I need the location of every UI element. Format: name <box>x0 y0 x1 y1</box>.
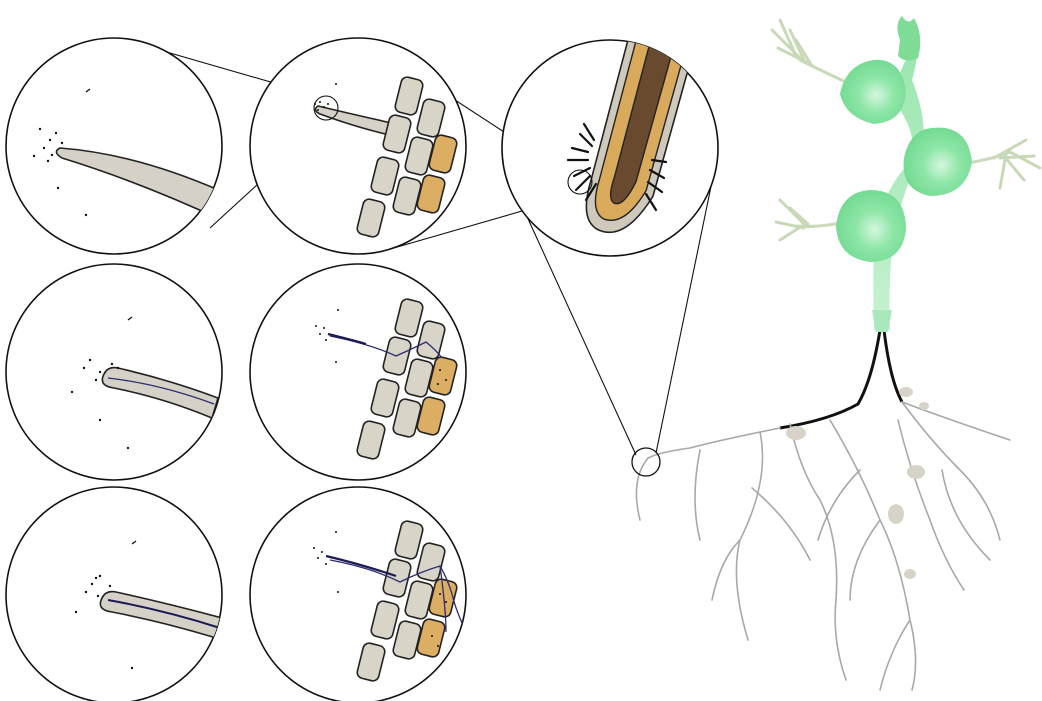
leaf-icon <box>840 60 906 124</box>
root-system <box>636 330 1010 690</box>
dried-flower-icon <box>772 20 850 84</box>
panel-row3-hair-zoom <box>6 487 222 701</box>
dried-flower-icon <box>776 200 846 240</box>
panel-row1-hair-zoom <box>6 38 232 254</box>
leaf-icon <box>897 16 920 61</box>
root-nodules <box>786 387 929 579</box>
panel-root-tip-section <box>502 35 718 256</box>
dried-flower-icon <box>960 140 1040 188</box>
panel-frame <box>6 38 222 254</box>
panel-row2-hair-cells <box>250 264 466 480</box>
leaf-icon <box>904 128 972 196</box>
plant-shoot <box>772 16 1040 332</box>
panel-row3-hair-cells <box>250 487 470 701</box>
leaf-icon <box>836 190 906 262</box>
panel-row1-hair-cells <box>250 38 466 254</box>
panel-row2-hair-zoom <box>6 264 222 480</box>
